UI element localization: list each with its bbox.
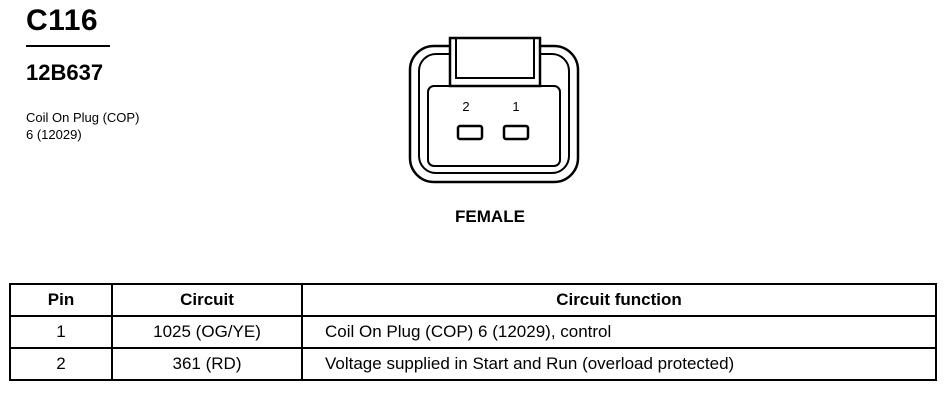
cavity-label-2: 2 (462, 99, 469, 114)
connector-id-underline (26, 45, 110, 47)
pin-table-header-row: Pin Circuit Circuit function (9, 283, 937, 317)
circuit-cell: 1025 (OG/YE) (111, 315, 303, 349)
pin-cell: 1 (9, 315, 113, 349)
header-pin: Pin (9, 283, 113, 317)
header-circuit-function: Circuit function (301, 283, 937, 317)
table-row: 1 1025 (OG/YE) Coil On Plug (COP) 6 (120… (9, 315, 937, 349)
pin-cavity-2 (456, 124, 484, 141)
cavity-label-1: 1 (512, 99, 519, 114)
connector-face-diagram: 2 1 (408, 36, 580, 184)
pin-cell: 2 (9, 347, 113, 381)
pin-table: Pin Circuit Circuit function 1 1025 (OG/… (9, 283, 937, 381)
table-row: 2 361 (RD) Voltage supplied in Start and… (9, 347, 937, 381)
connector-id: C116 (26, 4, 99, 37)
description-line-2: 6 (12029) (26, 127, 82, 142)
part-number: 12B637 (26, 60, 104, 85)
circuit-cell: 361 (RD) (111, 347, 303, 381)
connector-latch-inner (455, 37, 535, 79)
description-line-1: Coil On Plug (COP) (26, 110, 140, 125)
connector-gender-label: FEMALE (455, 207, 525, 226)
connector-cavity-area (427, 85, 561, 167)
pin-cavity-1 (502, 124, 530, 141)
header-circuit: Circuit (111, 283, 303, 317)
circuit-function-cell: Voltage supplied in Start and Run (overl… (301, 347, 937, 381)
circuit-function-cell: Coil On Plug (COP) 6 (12029), control (301, 315, 937, 349)
